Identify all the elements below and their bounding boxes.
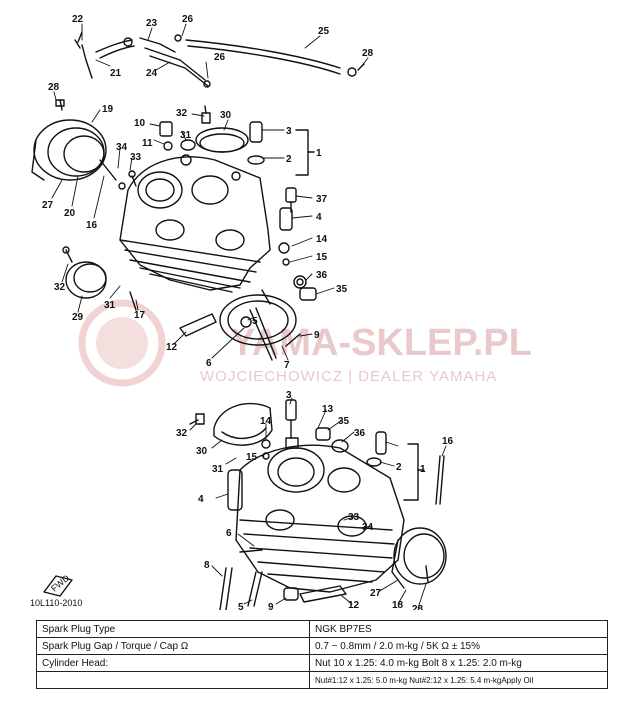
callout-label: 28 [48, 82, 60, 93]
callout-label: 33 [130, 152, 142, 163]
callout-label: 36 [354, 428, 366, 439]
table-row: Nut#1:12 x 1.25: 5.0 m-kg Nut#2:12 x 1.2… [36, 671, 608, 689]
callout-label: 14 [316, 234, 328, 245]
upper-inspection-cap [62, 246, 137, 311]
callout-label: 35 [338, 416, 350, 427]
callout-label: 4 [316, 212, 322, 223]
callout-label: 28 [412, 604, 424, 610]
leader-lines [51, 23, 447, 609]
exploded-parts-diagram: YAMA-SKLEP.PL WOJCIECHOWICZ | DEALER YAM… [30, 14, 532, 610]
lower-cylinder-head [235, 444, 405, 593]
callout-label: 26 [214, 52, 226, 63]
table-row: Spark Plug Type NGK BP7ES [36, 620, 608, 638]
callout-label: 34 [362, 522, 374, 533]
callout-label: 11 [142, 138, 153, 149]
callout-label: 1 [316, 148, 322, 159]
callout-label: 12 [348, 600, 360, 610]
callout-label: 9 [314, 330, 320, 341]
lower-valve-cover [189, 402, 273, 460]
callout-label: 2 [396, 462, 402, 473]
callout-label: 15 [316, 252, 328, 263]
spec-value: Nut 10 x 1.25: 4.0 m-kg Bolt 8 x 1.25: 2… [309, 654, 608, 672]
callout-label: 37 [316, 194, 328, 205]
callout-numbers: 22 23 26 25 21 24 26 28 28 19 32 30 10 3… [30, 14, 454, 610]
callout-label: 32 [176, 108, 188, 119]
forward-arrow-icon [43, 575, 73, 597]
spec-value: Nut#1:12 x 1.25: 5.0 m-kg Nut#2:12 x 1.2… [309, 671, 608, 689]
callout-label: 35 [336, 284, 348, 295]
callout-label: 8 [204, 560, 210, 571]
watermark-subtitle: WOJCIECHOWICZ | DEALER YAMAHA [200, 368, 497, 385]
callout-label: 27 [42, 200, 54, 211]
lower-studs-gasket [219, 549, 347, 610]
callout-label: 24 [146, 68, 158, 79]
callout-label: 17 [134, 310, 146, 321]
callout-brackets [295, 129, 425, 501]
callout-label: 3 [286, 390, 292, 401]
callout-label: 13 [322, 404, 334, 415]
callout-label: 29 [72, 312, 84, 323]
callout-label: 32 [176, 428, 188, 439]
callout-label: 28 [362, 48, 374, 59]
callout-label: 26 [182, 14, 194, 25]
callout-label: 5 [238, 602, 244, 610]
callout-label: 16 [86, 220, 98, 231]
callout-label: 20 [64, 208, 76, 219]
callout-label: 31 [104, 300, 116, 311]
spec-table: Spark Plug Type NGK BP7ES Spark Plug Gap… [36, 620, 608, 689]
callout-label: 6 [226, 528, 232, 539]
diagram-code: 10L110-2010 [30, 598, 82, 608]
callout-label: 6 [206, 358, 212, 369]
watermark: YAMA-SKLEP.PL WOJCIECHOWICZ | DEALER YAM… [78, 299, 532, 387]
spec-value: 0.7 ~ 0.8mm / 2.0 m-kg / 5K Ω ± 15% [309, 637, 608, 655]
upper-side-cover [31, 99, 126, 190]
lower-valve-parts [227, 399, 445, 511]
forward-label: FWD [49, 572, 72, 593]
callout-label: 18 [392, 600, 404, 610]
callout-label: 27 [370, 588, 382, 599]
breather-hose-assembly [74, 31, 365, 88]
table-row: Spark Plug Gap / Torque / Cap Ω 0.7 ~ 0.… [36, 637, 608, 655]
callout-label: 22 [72, 14, 84, 25]
callout-label: 10 [134, 118, 146, 129]
callout-label: 4 [198, 494, 204, 505]
callout-label: 21 [110, 68, 122, 79]
spec-value: NGK BP7ES [309, 620, 608, 638]
upper-valve-parts [128, 121, 317, 301]
callout-label: 14 [260, 416, 272, 427]
callout-label: 25 [318, 26, 330, 37]
callout-label: 31 [180, 130, 192, 141]
callout-label: 7 [284, 360, 290, 371]
spec-label: Spark Plug Gap / Torque / Cap Ω [36, 637, 310, 655]
spec-label [36, 671, 310, 689]
callout-label: 3 [286, 126, 292, 137]
callout-label: 5 [252, 316, 258, 327]
callout-label: 23 [146, 18, 158, 29]
callout-label: 2 [286, 154, 292, 165]
callout-label: 9 [268, 602, 274, 610]
table-row: Cylinder Head: Nut 10 x 1.25: 4.0 m-kg B… [36, 654, 608, 672]
callout-label: 19 [102, 104, 114, 115]
callout-label: 34 [116, 142, 128, 153]
spec-label: Spark Plug Type [36, 620, 310, 638]
callout-label: 32 [54, 282, 66, 293]
callout-label: 12 [166, 342, 178, 353]
callout-label: 31 [212, 464, 224, 475]
callout-label: 33 [348, 512, 360, 523]
callout-label: 1 [420, 464, 426, 475]
callout-label: 36 [316, 270, 328, 281]
callout-label: 16 [442, 436, 454, 447]
upper-valve-cover [195, 105, 249, 153]
lower-side-cover [391, 527, 447, 589]
spec-label: Cylinder Head: [36, 654, 310, 672]
upper-cylinder-head [119, 154, 271, 293]
callout-label: 15 [246, 452, 258, 463]
callout-label: 30 [196, 446, 208, 457]
callout-label: 30 [220, 110, 232, 121]
upper-gasket-studs [179, 289, 301, 361]
watermark-title: YAMA-SKLEP.PL [230, 322, 532, 364]
